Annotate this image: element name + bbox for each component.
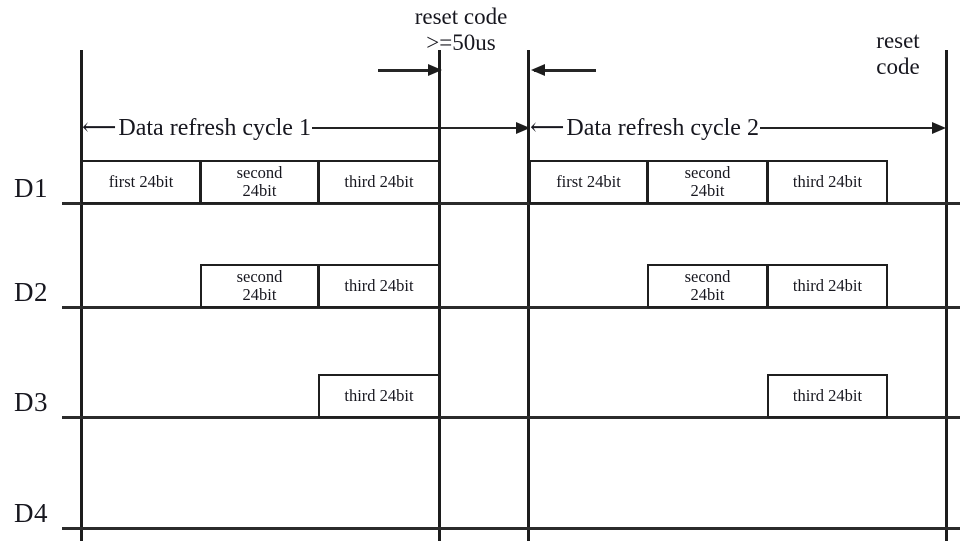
packet-d2-c1-second-label: second 24bit [233, 268, 287, 304]
packet-d2-c2-second: second 24bit [647, 264, 768, 308]
packet-d2-c1-second-line1: second [236, 267, 283, 287]
packet-d2-c1-third-label: third 24bit [344, 276, 414, 296]
reset-code-top-label-line2: >=50us [426, 29, 496, 55]
packet-d2-c2-second-label: second 24bit [681, 268, 735, 304]
row-label-d4: D4 [14, 498, 48, 528]
packet-d1-c2-second-label: second 24bit [681, 164, 735, 200]
packet-d2-c1-second: second 24bit [200, 264, 319, 308]
packet-d1-c2-second-line1: second [684, 163, 731, 183]
reset-code-top-label: reset code >=50us [361, 4, 561, 56]
row-baseline-d3 [62, 416, 960, 419]
packet-d3-c2-third: third 24bit [767, 374, 888, 418]
cycle2-rule [759, 127, 941, 129]
cycle1-rule [311, 127, 441, 129]
packet-d1-c1-second-line2: 24bit [242, 181, 277, 200]
packet-d1-c1-third-label: third 24bit [344, 172, 414, 192]
cycle2-label: Data refresh cycle 2 [566, 115, 759, 141]
packet-d1-c1-first-label: first 24bit [108, 172, 174, 192]
reset-code-right-label: reset code [846, 28, 950, 80]
cycle1-arrowhead-right [516, 122, 530, 134]
packet-d1-c2-third-label: third 24bit [792, 172, 863, 192]
cycle-boundary-line-start [80, 50, 83, 541]
packet-d1-c1-second: second 24bit [200, 160, 319, 204]
cycle2-arrow-left-glyph: ⟵ [530, 115, 565, 141]
cycle1-label: Data refresh cycle 1 [118, 115, 311, 141]
cycle1-tail-line [437, 127, 529, 129]
row-baseline-d1 [62, 202, 960, 205]
reset-code-top-label-line1: reset code [414, 4, 508, 29]
reset-measure-line-right [534, 69, 596, 72]
packet-d1-c1-second-line1: second [236, 163, 283, 183]
row-baseline-d2 [62, 306, 960, 309]
cycle2-arrowhead-right [932, 122, 946, 134]
cycle2-span: ⟵ Data refresh cycle 2 [529, 115, 941, 141]
cycle1-arrow-left-glyph: ⟵ [82, 115, 117, 141]
packet-d2-c1-second-line2: 24bit [242, 285, 277, 304]
reset-measure-arrowhead-right [531, 64, 545, 76]
packet-d3-c2-third-label: third 24bit [792, 386, 863, 406]
packet-d1-c1-third: third 24bit [318, 160, 440, 204]
reset-code-right-label-line1: reset [876, 28, 920, 53]
packet-d1-c2-first-label: first 24bit [556, 172, 621, 192]
row-label-d1: D1 [14, 173, 48, 203]
cycle-boundary-line-cycle2-end [945, 50, 948, 541]
packet-d3-c1-third: third 24bit [318, 374, 440, 418]
packet-d2-c2-third: third 24bit [767, 264, 888, 308]
packet-d1-c2-first: first 24bit [529, 160, 648, 204]
reset-measure-line-left [378, 69, 436, 72]
packet-d1-c1-first: first 24bit [81, 160, 201, 204]
row-label-d2: D2 [14, 277, 48, 307]
packet-d2-c2-third-label: third 24bit [792, 276, 863, 296]
cycle1-span: ⟵ Data refresh cycle 1 [81, 115, 441, 141]
packet-d1-c2-second: second 24bit [647, 160, 768, 204]
packet-d2-c2-second-line1: second [684, 267, 731, 287]
packet-d1-c1-second-label: second 24bit [233, 164, 287, 200]
row-label-d3: D3 [14, 387, 48, 417]
packet-d1-c2-third: third 24bit [767, 160, 888, 204]
packet-d2-c1-third: third 24bit [318, 264, 440, 308]
packet-d1-c2-second-line2: 24bit [690, 181, 725, 200]
cycle-boundary-line-cycle2-start [527, 50, 530, 541]
reset-code-right-label-line2: code [876, 53, 920, 79]
packet-d2-c2-second-line2: 24bit [690, 285, 725, 304]
row-baseline-d4 [62, 527, 960, 530]
packet-d3-c1-third-label: third 24bit [344, 386, 414, 406]
